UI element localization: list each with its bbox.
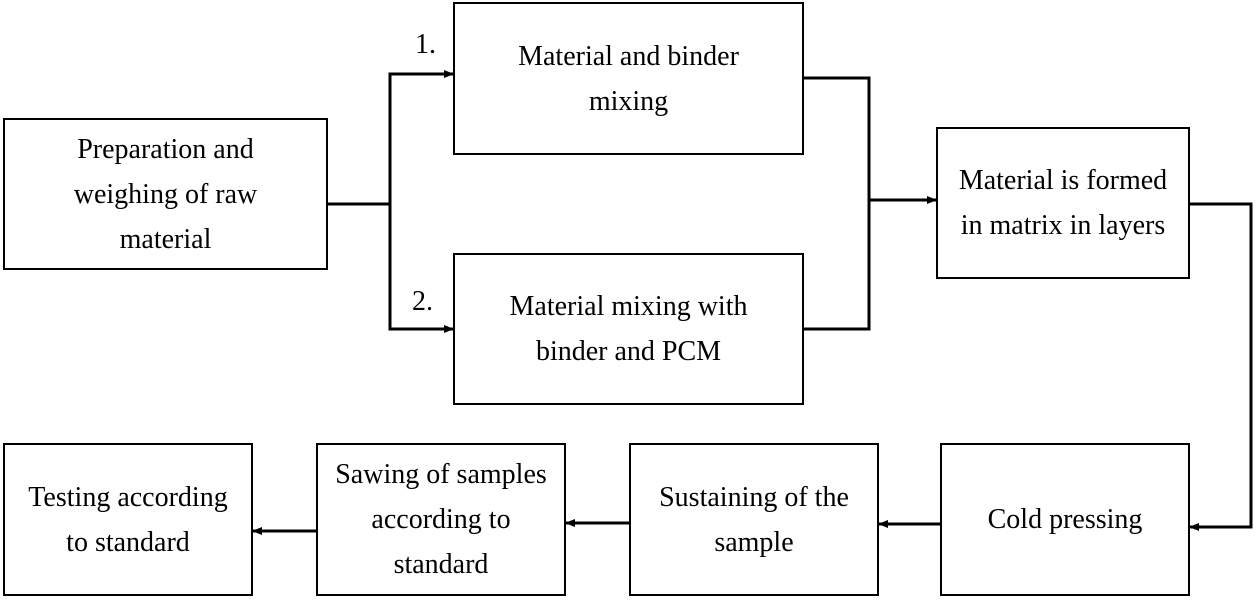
box-sustaining-line-2: sample xyxy=(714,526,794,558)
box-cold-pressing-line-1: Cold pressing xyxy=(987,504,1143,535)
box-sawing-line-3: standard xyxy=(393,549,489,580)
box-mixing-pcm-line-2: binder and PCM xyxy=(535,336,722,367)
box-preparation-line-1: Preparation and xyxy=(77,133,254,165)
box-mixing-pcm: Material mixing with binder and PCM xyxy=(453,253,804,405)
box-formed-matrix-line-1: Material is formed xyxy=(958,165,1168,196)
box-mixing-binder: Material and binder mixing xyxy=(453,2,804,155)
box-sawing-line-2: according to xyxy=(371,504,511,535)
box-mixing-pcm-line-1: Material mixing with xyxy=(509,291,748,322)
branch-label-1: 1. xyxy=(415,29,436,60)
box-mixing-binder-line-1: Material and binder xyxy=(518,40,739,72)
box-testing: Testing according to standard xyxy=(3,443,253,596)
box-preparation: Preparation and weighing of raw material xyxy=(3,118,328,270)
branch-label-2: 2. xyxy=(412,286,433,317)
box-testing-line-1: Testing according xyxy=(28,481,228,513)
arrow-to-cold-pressing xyxy=(1188,202,1253,531)
box-formed-matrix: Material is formed in matrix in layers xyxy=(936,127,1190,279)
box-sustaining: Sustaining of the sample xyxy=(629,443,879,596)
box-sustaining-line-1: Sustaining of the xyxy=(659,481,849,513)
box-preparation-line-2: weighing of raw xyxy=(73,178,258,210)
box-sawing: Sawing of samples according to standard xyxy=(316,443,566,596)
box-cold-pressing: Cold pressing xyxy=(940,443,1190,596)
box-mixing-binder-line-2: mixing xyxy=(588,85,669,117)
box-testing-line-2: to standard xyxy=(66,526,190,558)
box-preparation-line-3: material xyxy=(119,223,212,255)
box-formed-matrix-line-2: in matrix in layers xyxy=(960,210,1166,241)
box-sawing-line-1: Sawing of samples xyxy=(335,459,547,490)
